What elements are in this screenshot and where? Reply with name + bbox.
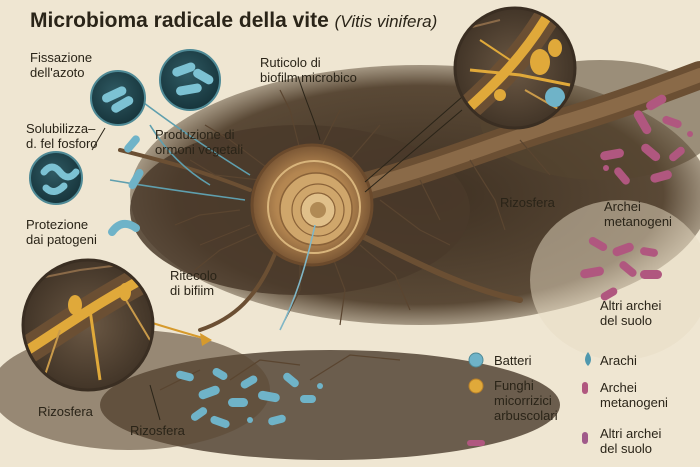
label-biofilm-middle: Ritecolo di bifiim bbox=[170, 268, 217, 298]
page-title: Microbioma radicale della vite (Vitis vi… bbox=[30, 9, 437, 33]
bacteria-cell-phosphorus bbox=[29, 151, 83, 205]
label-biofilm-top: Ruticolo di biofilm microbico bbox=[260, 55, 357, 85]
title-scientific-name: (Vitis vinifera) bbox=[334, 12, 438, 31]
root-hairs bbox=[159, 89, 551, 391]
label-nitrogen-fixation: Fissazione dell'azoto bbox=[30, 50, 93, 80]
legend-icons bbox=[467, 352, 591, 446]
archaea-rods bbox=[580, 94, 693, 301]
label-rhizosphere-bottom-mid: Rizosfera bbox=[130, 423, 185, 438]
main-root bbox=[118, 61, 700, 332]
title-main: Microbioma radicale della vite bbox=[30, 9, 329, 32]
label-other-archaea-right: Altri archei del suolo bbox=[600, 298, 662, 328]
bacteria-cell-hormones bbox=[159, 49, 221, 111]
bacteria-rods bbox=[108, 135, 323, 429]
label-hormone-production: Produzione di ormoni vegetali bbox=[155, 127, 244, 157]
root-cross-section bbox=[250, 143, 374, 267]
legend-label-fungi: Funghi micorrizici arbuscolari bbox=[494, 378, 558, 423]
legend-label-methanogens: Archei metanogeni bbox=[600, 380, 668, 410]
label-pathogen-protection: Protezione dai patogeni bbox=[26, 217, 97, 247]
fungi-inset-top bbox=[453, 6, 577, 130]
other-archaea-rod-icon bbox=[582, 432, 588, 444]
label-methanogens-right: Archei metanogeni bbox=[604, 199, 672, 229]
pink-dash-icon bbox=[467, 440, 485, 446]
legend-label-other-archaea: Altri archei del suolo bbox=[600, 426, 662, 456]
legend-label-archaea: Arachi bbox=[600, 353, 637, 368]
fungi-arrow-head bbox=[200, 333, 212, 346]
label-phosphorus: Solubilizza– d. fel fosforo bbox=[26, 121, 98, 151]
pointer-lines bbox=[91, 75, 321, 421]
fungi-dot-icon bbox=[468, 378, 484, 394]
bacteria-cell-nitrogen bbox=[90, 70, 146, 126]
bacteria-dot-icon bbox=[468, 352, 484, 368]
archaea-drop-icon bbox=[585, 352, 591, 366]
label-rhizosphere-right: Rizosfera bbox=[500, 195, 555, 210]
methanogen-rod-icon bbox=[582, 382, 588, 394]
legend-label-bacteria: Batteri bbox=[494, 353, 532, 368]
label-rhizosphere-bottom-left: Rizosfera bbox=[38, 404, 93, 419]
